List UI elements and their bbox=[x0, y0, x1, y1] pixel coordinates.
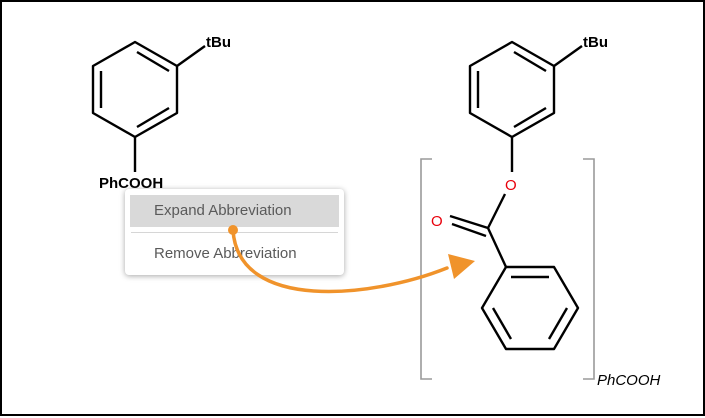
carbonyl-double-bond-b[interactable] bbox=[451, 222, 487, 238]
right-bottom-benzene-ring[interactable] bbox=[480, 265, 580, 351]
right-molecule[interactable] bbox=[449, 40, 583, 351]
menu-item-remove-abbreviation[interactable]: Remove Abbreviation bbox=[154, 245, 297, 262]
left-molecule[interactable] bbox=[91, 40, 206, 172]
menu-item-expand-abbreviation[interactable]: Expand Abbreviation bbox=[130, 195, 339, 227]
context-menu: Expand Abbreviation Remove Abbreviation bbox=[125, 189, 344, 275]
left-tbu-label[interactable]: tBu bbox=[206, 34, 231, 51]
left-abbreviation-label[interactable]: PhCOOH bbox=[99, 175, 163, 192]
ester-bond-o-c[interactable] bbox=[486, 193, 507, 229]
left-tbu-bond[interactable] bbox=[176, 45, 206, 67]
right-tbu-bond[interactable] bbox=[553, 45, 583, 67]
carboxyl-ring-bond[interactable] bbox=[486, 227, 508, 268]
sgroup-label[interactable]: PhCOOH bbox=[597, 372, 661, 389]
carbonyl-oxygen-label[interactable]: O bbox=[431, 213, 443, 230]
left-benzene-ring[interactable] bbox=[91, 40, 179, 139]
sgroup-left-bracket bbox=[420, 158, 432, 380]
carbonyl-double-bond-a[interactable] bbox=[449, 214, 489, 230]
right-top-benzene-ring[interactable] bbox=[468, 40, 556, 139]
sgroup-right-bracket bbox=[583, 158, 595, 380]
right-tbu-label[interactable]: tBu bbox=[583, 34, 608, 51]
ester-oxygen-label[interactable]: O bbox=[505, 177, 517, 194]
menu-separator bbox=[131, 232, 338, 233]
